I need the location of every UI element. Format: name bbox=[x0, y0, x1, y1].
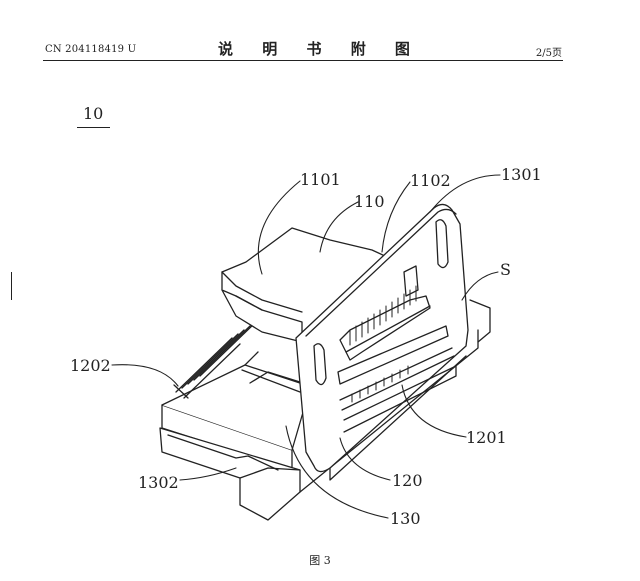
publication-number: CN 204118419 U bbox=[45, 44, 137, 55]
ref-label-1301: 1301 bbox=[501, 165, 542, 184]
figure-id-label: 10 bbox=[83, 104, 104, 123]
front-plate bbox=[295, 203, 469, 481]
base-block bbox=[159, 299, 491, 521]
ref-label-130: 130 bbox=[390, 509, 421, 528]
ref-label-120: 120 bbox=[392, 471, 423, 490]
page-number: 2/5页 bbox=[535, 48, 562, 59]
ref-label-1202: 1202 bbox=[70, 356, 111, 375]
document-header: CN 204118419 U 说 明 书 附 图 2/5页 bbox=[0, 0, 640, 70]
margin-mark bbox=[11, 272, 12, 300]
header-title: 说 明 书 附 图 bbox=[218, 40, 422, 58]
ref-label-1302: 1302 bbox=[138, 473, 179, 492]
ref-label-110: 110 bbox=[354, 192, 385, 211]
header-rule bbox=[43, 60, 563, 61]
reference-labels: 1101 110 1102 1301 S 1202 1201 1302 120 … bbox=[70, 165, 542, 528]
ref-label-1102: 1102 bbox=[410, 171, 451, 190]
figure-caption: 图 3 bbox=[309, 554, 331, 567]
ref-label-s: S bbox=[500, 260, 511, 279]
plate-contacts bbox=[349, 285, 417, 403]
ref-label-1201: 1201 bbox=[466, 428, 507, 447]
figure-id-underline bbox=[77, 127, 110, 128]
leader-lines bbox=[111, 174, 501, 519]
ref-label-1101: 1101 bbox=[300, 170, 341, 189]
pins-left bbox=[173, 321, 257, 399]
